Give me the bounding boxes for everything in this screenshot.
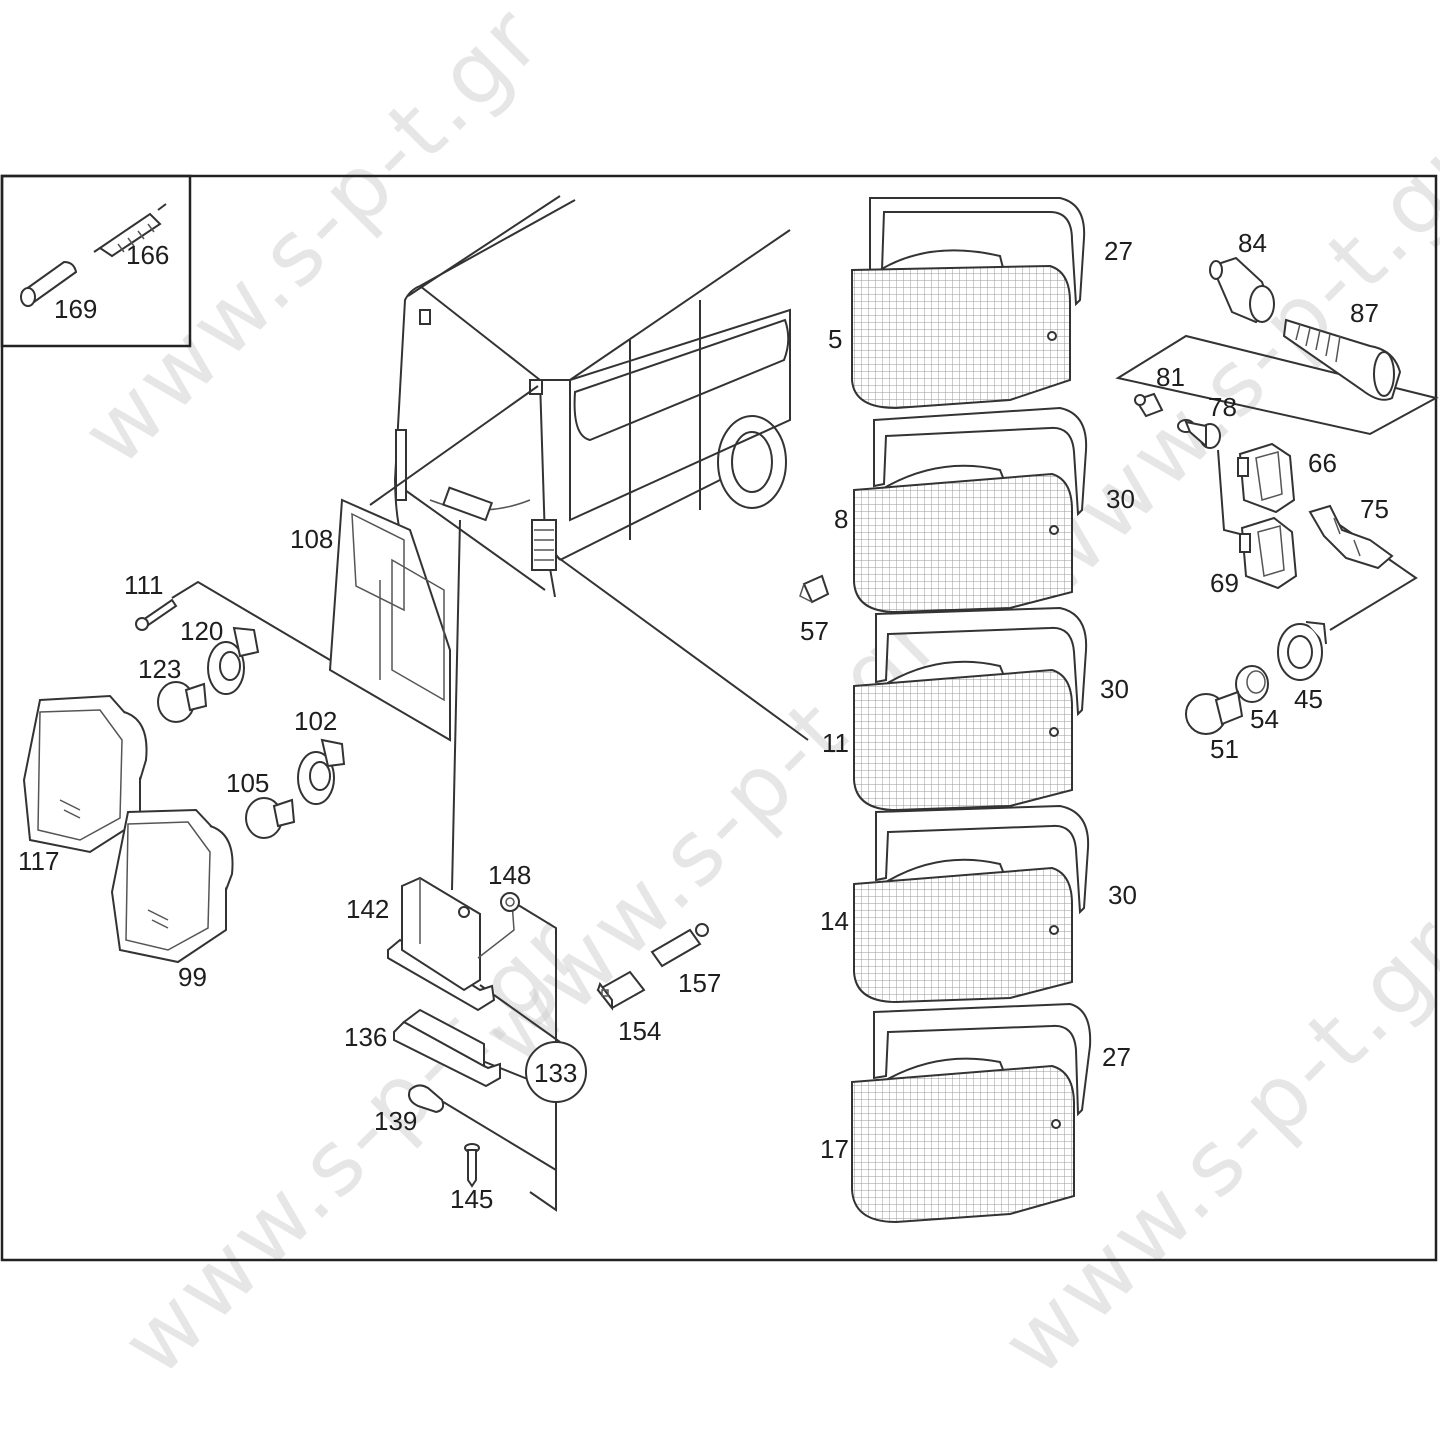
label-69: 69 [1210, 568, 1239, 598]
part-57-glyph [799, 574, 830, 604]
part-120-glyph [207, 626, 260, 695]
part-51-glyph [1185, 690, 1244, 735]
label-169: 169 [54, 294, 97, 324]
part-111-glyph [135, 598, 178, 631]
label-11: 11 [822, 728, 849, 758]
part-117-glyph [22, 694, 148, 854]
label-51: 51 [1210, 734, 1239, 764]
label-75: 75 [1360, 494, 1389, 524]
label-111: 111 [124, 570, 164, 600]
label-57: 57 [800, 616, 829, 646]
label-133: 133 [534, 1058, 577, 1088]
label-27-bottom: 27 [1102, 1042, 1131, 1072]
part-169-glyph [20, 260, 78, 307]
part-154-glyph [596, 970, 646, 1011]
label-148: 148 [488, 860, 531, 890]
label-108: 108 [290, 524, 333, 554]
label-27-top: 27 [1104, 236, 1133, 266]
label-136: 136 [344, 1022, 387, 1052]
label-139: 139 [374, 1106, 417, 1136]
label-78: 78 [1208, 392, 1237, 422]
label-30-third: 30 [1108, 880, 1137, 910]
label-166: 166 [126, 240, 169, 270]
part-105-glyph [245, 797, 296, 839]
label-66: 66 [1308, 448, 1337, 478]
label-8: 8 [834, 504, 848, 534]
diagram-frame [0, 174, 1438, 1262]
tail-lamp-8 [853, 406, 1088, 614]
inset-frame [0, 174, 192, 348]
part-labels: 166 169 108 111 120 123 102 105 117 99 1… [18, 228, 1389, 1214]
part-145-glyph [464, 1143, 480, 1188]
label-157: 157 [678, 968, 721, 998]
part-69-glyph [1239, 516, 1298, 590]
label-45: 45 [1294, 684, 1323, 714]
label-102: 102 [294, 706, 337, 736]
label-87: 87 [1350, 298, 1379, 328]
label-84: 84 [1238, 228, 1267, 258]
label-54: 54 [1250, 704, 1279, 734]
label-154: 154 [618, 1016, 661, 1046]
tail-lamp-5 [851, 197, 1086, 410]
part-84-glyph [1209, 256, 1275, 324]
tail-lamp-14 [853, 804, 1090, 1004]
part-139-glyph [408, 1084, 445, 1114]
part-123-glyph [157, 681, 208, 723]
part-54-glyph [1235, 665, 1269, 703]
part-78-glyph [1177, 419, 1221, 449]
label-117: 117 [18, 846, 59, 876]
label-123: 123 [138, 654, 181, 684]
part-81-glyph [1134, 392, 1164, 418]
label-14: 14 [820, 906, 849, 936]
label-105: 105 [226, 768, 269, 798]
watermark-4: www.s-p-t.gr [102, 895, 602, 1395]
label-145: 145 [450, 1184, 493, 1214]
label-17: 17 [820, 1134, 849, 1164]
label-30-second: 30 [1100, 674, 1129, 704]
label-142: 142 [346, 894, 389, 924]
van-outline [393, 195, 791, 598]
tail-lamp-11 [853, 606, 1088, 812]
part-148-glyph [500, 892, 520, 912]
label-5: 5 [828, 324, 842, 354]
label-81: 81 [1156, 362, 1185, 392]
part-75-glyph [1308, 504, 1394, 570]
label-120: 120 [180, 616, 223, 646]
part-102-glyph [297, 738, 346, 805]
part-108-glyph [328, 498, 451, 742]
label-99: 99 [178, 962, 207, 992]
part-142-glyph [387, 876, 515, 1012]
tail-lamp-17 [851, 1002, 1092, 1224]
part-157-glyph [650, 923, 709, 968]
part-66-glyph [1237, 442, 1296, 514]
part-99-glyph [110, 808, 234, 964]
part-166-glyph [93, 203, 167, 258]
label-30-first: 30 [1106, 484, 1135, 514]
part-136-glyph [393, 1008, 501, 1088]
part-87-glyph [1282, 318, 1402, 401]
part-133-callout [525, 1041, 587, 1103]
part-45-glyph [1277, 621, 1327, 681]
